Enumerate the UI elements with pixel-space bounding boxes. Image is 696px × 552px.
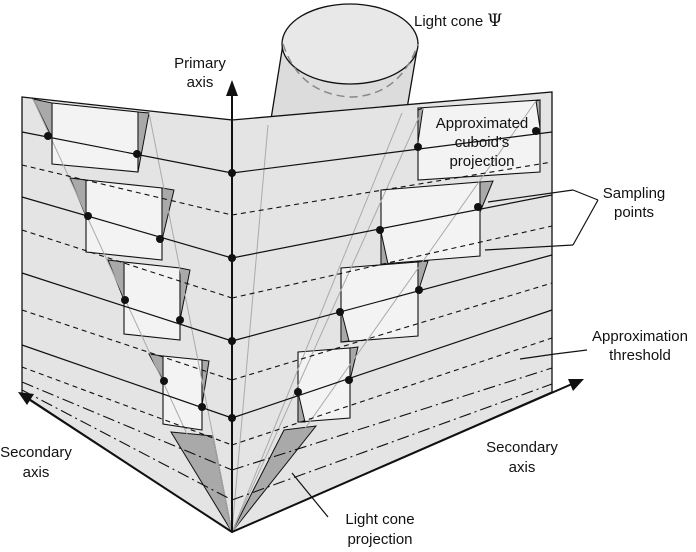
approx-cuboid-label-line2: cuboid's <box>455 134 510 151</box>
wall-tick-lines <box>51 100 541 172</box>
approximation-threshold-label-line2: threshold <box>609 347 671 364</box>
secondary-axis-left-label-line1: Secondary <box>0 444 72 461</box>
secondary-axis-right-label-line2: axis <box>509 459 536 476</box>
light-cone-projection-label-line2: projection <box>347 531 412 548</box>
primary-axis <box>226 80 238 532</box>
left-wall-solid-lines <box>21 131 233 419</box>
approx-cuboid-label-line3: projection <box>449 153 514 170</box>
right-wall-dashed-lines <box>231 161 553 446</box>
sampling-points <box>44 127 540 422</box>
sampling-points-label-line2: points <box>614 204 654 221</box>
psi-symbol: Ψ <box>487 11 502 31</box>
approx-cuboid-label-line1: Approximated <box>436 115 529 132</box>
secondary-axis-left <box>18 392 233 533</box>
approximation-threshold-label-line1: Approximation <box>592 328 688 345</box>
secondary-axis-right <box>231 379 584 533</box>
right-cuboid-projections <box>297 99 541 423</box>
light-cone-label: Light cone Ψ <box>414 11 502 31</box>
secondary-axis-right-label-line1: Secondary <box>486 439 558 456</box>
right-approximation-threshold <box>231 367 553 501</box>
sampling-points-label-line1: Sampling <box>603 185 666 202</box>
left-wall-dashed-lines <box>21 164 233 446</box>
callout-lines <box>291 189 599 518</box>
secondary-axis-left-label-line2: axis <box>23 464 50 481</box>
left-approximation-threshold <box>21 381 233 501</box>
primary-axis-label-line2: axis <box>187 74 214 91</box>
right-wall-solid-lines <box>231 131 553 419</box>
primary-axis-label-line1: Primary <box>174 55 226 72</box>
light-cone-projection-label-line1: Light cone <box>345 511 414 528</box>
